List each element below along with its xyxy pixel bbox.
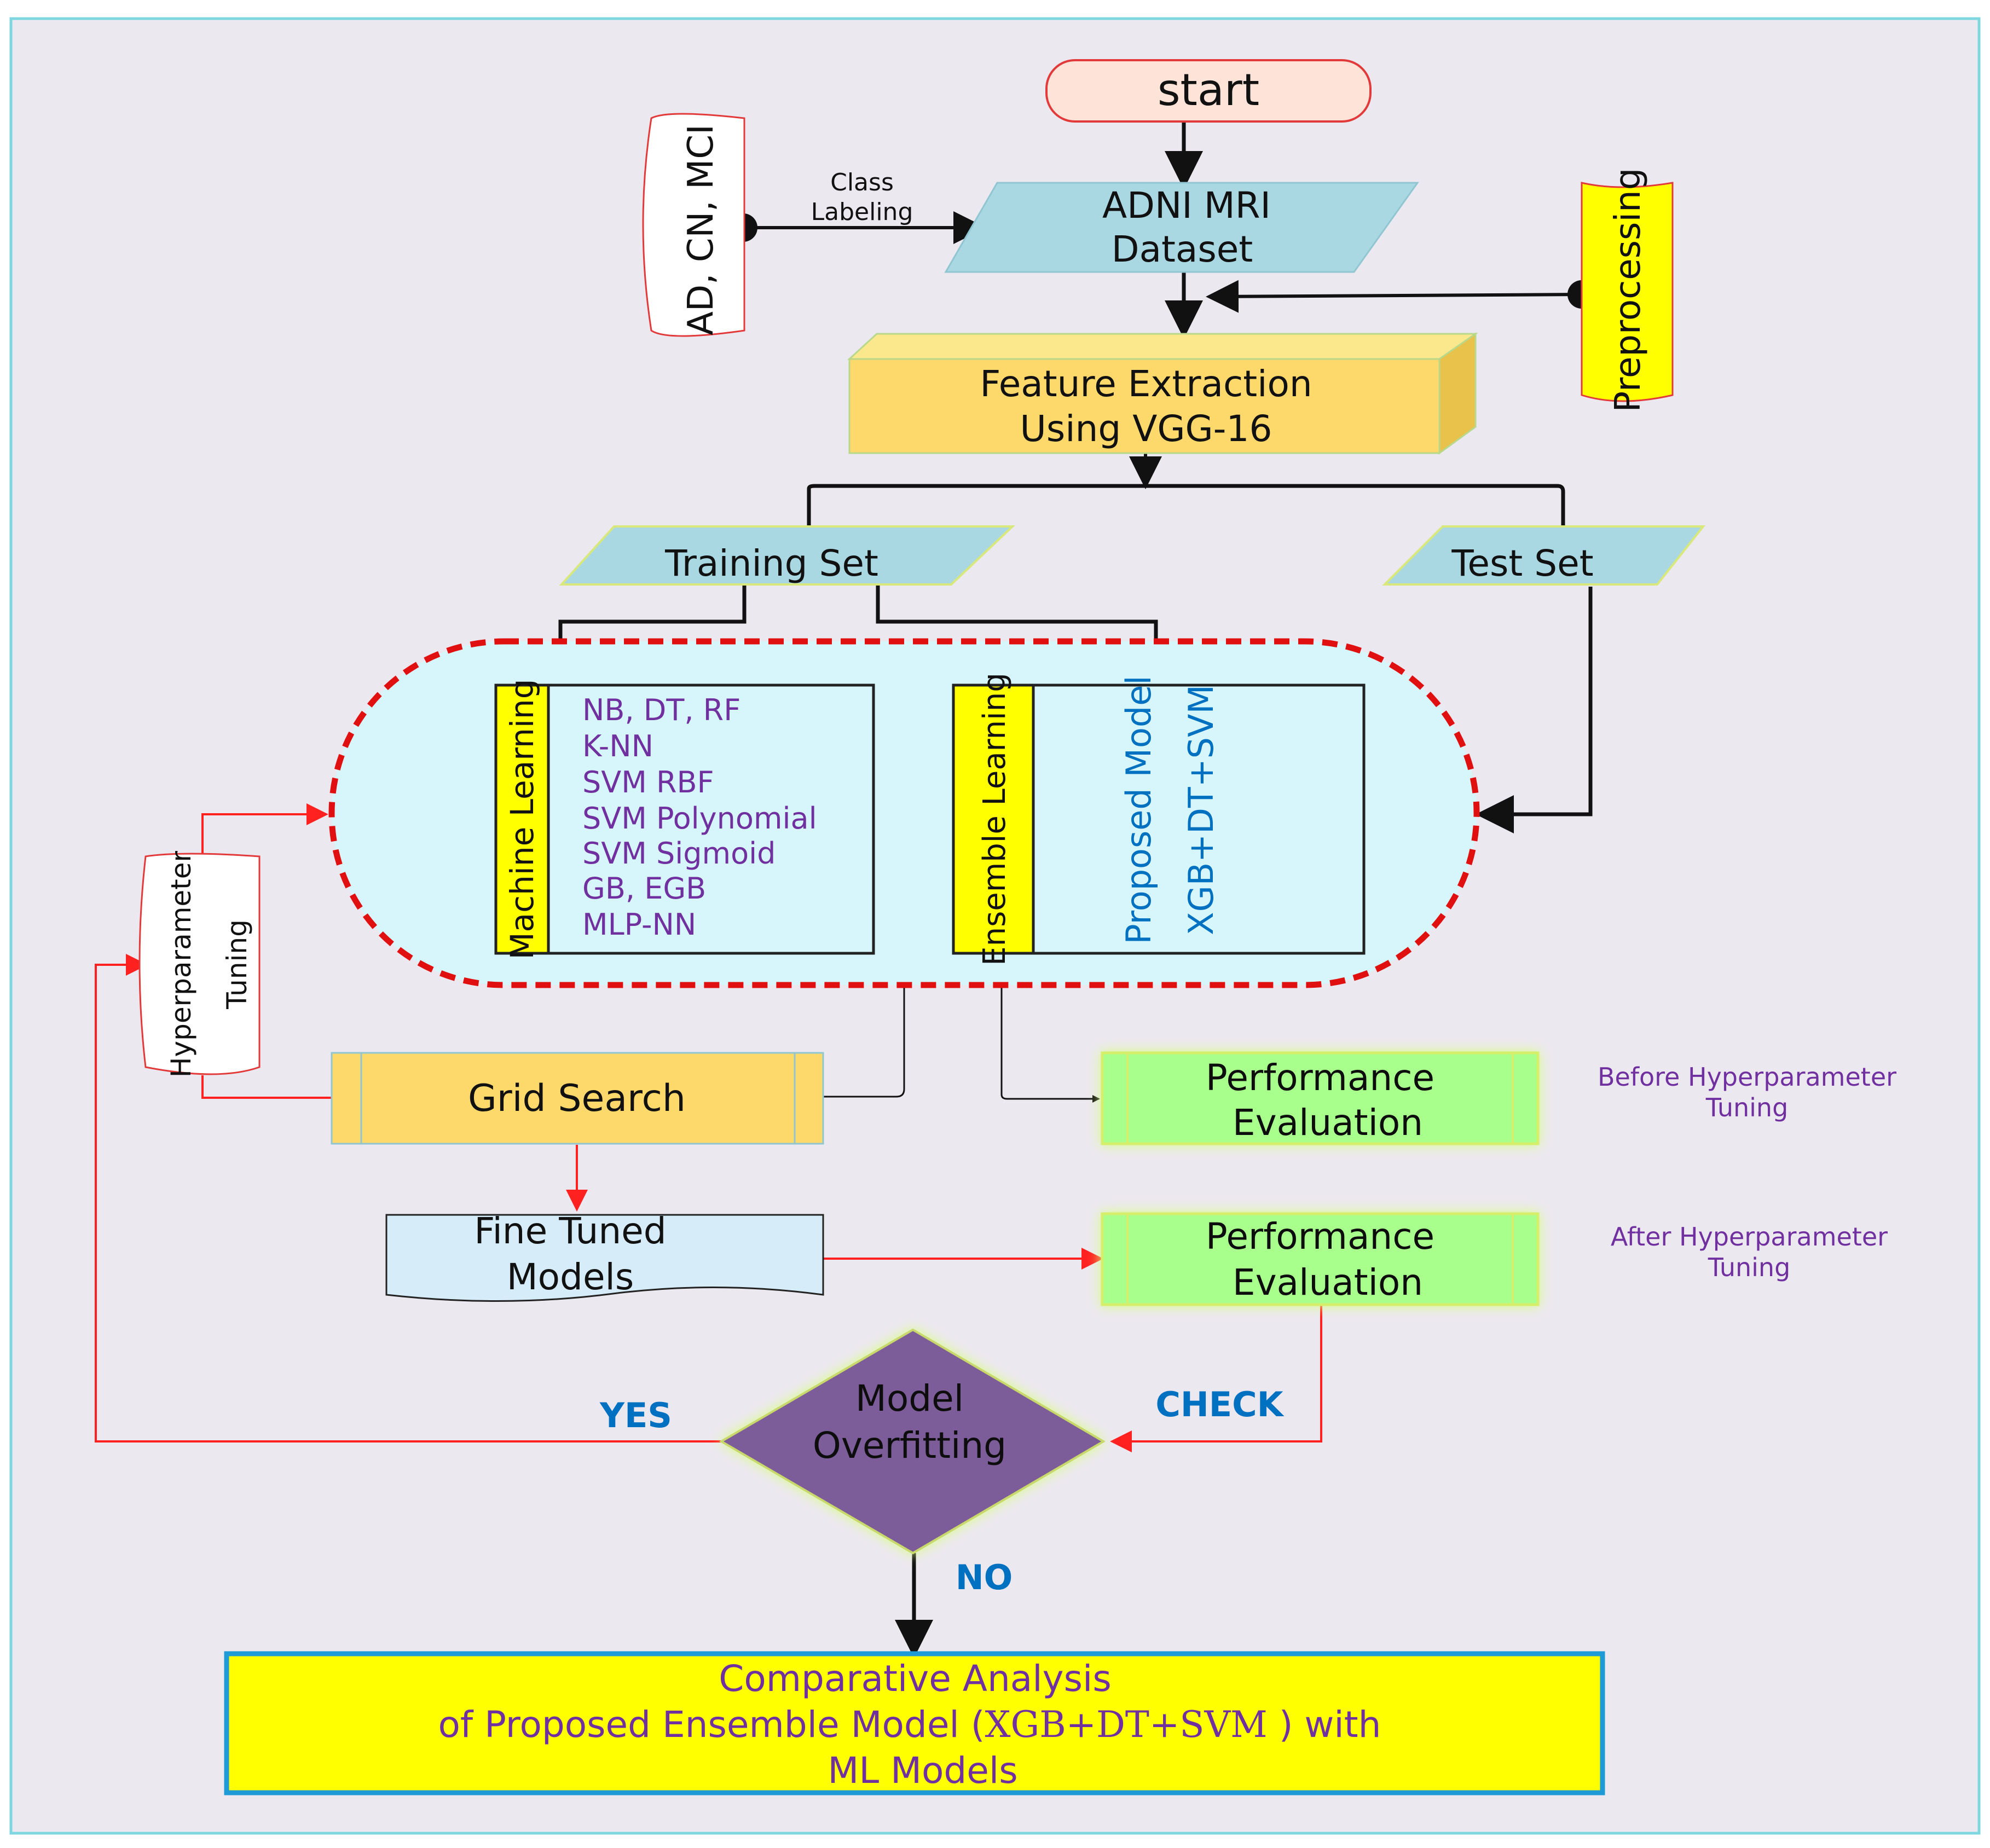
dataset-line1: ADNI MRI <box>1102 184 1271 227</box>
performance-before-node: Performance Evaluation <box>1101 1051 1540 1145</box>
training-set-label: Training Set <box>664 542 878 584</box>
ensemble-learning-block: Ensemble Learning Proposed Model XGB+DT+… <box>952 673 1366 966</box>
before-tuning-note-line2: Tuning <box>1705 1093 1789 1122</box>
performance-after-line2: Evaluation <box>1233 1261 1423 1304</box>
arrow-preprocessing <box>1206 280 1582 313</box>
machine-learning-label: Machine Learning <box>504 679 541 959</box>
dataset-line2: Dataset <box>1112 228 1253 270</box>
arrow-yes-loop <box>95 954 721 1443</box>
after-tuning-note-line1: After Hyperparameter <box>1611 1222 1888 1252</box>
conclusion-line2: of Proposed Ensemble Model (XGB+DT+SVM )… <box>438 1704 1381 1746</box>
class-labeling-line2: Labeling <box>811 198 913 226</box>
ml-model-5: SVM Sigmoid <box>582 836 776 871</box>
check-label: CHECK <box>1155 1384 1284 1424</box>
training-set-node: Training Set <box>559 525 1016 586</box>
feature-extraction-node: Feature Extraction Using VGG-16 <box>847 332 1478 455</box>
overfitting-decision-node: Model Overfitting <box>719 1328 1106 1555</box>
feature-line2: Using VGG-16 <box>1020 408 1272 450</box>
decision-line1: Model <box>855 1377 964 1420</box>
ml-model-4: SVM Polynomial <box>582 801 817 836</box>
proposed-model-line1: Proposed Model <box>1119 675 1159 944</box>
machine-learning-block: Machine Learning NB, DT, RF K-NN SVM RBF… <box>494 679 875 960</box>
performance-after-line1: Performance <box>1206 1215 1434 1258</box>
ensemble-learning-label: Ensemble Learning <box>977 673 1013 966</box>
ml-models-list: NB, DT, RF K-NN SVM RBF SVM Polynomial S… <box>582 693 817 942</box>
conclusion-line2-part1: of Proposed Ensemble Model ( <box>438 1704 985 1746</box>
preprocessing-node: Preprocessing <box>1581 168 1674 413</box>
no-label: NO <box>956 1557 1013 1597</box>
conclusion-line3: ML Models <box>828 1749 1017 1792</box>
fine-tuned-models-node: Fine Tuned Models <box>385 1210 824 1302</box>
preprocessing-text: Preprocessing <box>1608 168 1648 413</box>
grid-search-node: Grid Search <box>331 1052 824 1145</box>
connector-grid-to-tuning <box>201 1075 332 1099</box>
arrow-tuning-to-models <box>201 803 328 856</box>
hyperparameter-tuning-node: Hyperparameter Tuning <box>138 850 261 1077</box>
ml-model-7: MLP-NN <box>582 907 696 942</box>
arrow-models-to-performance-before <box>1000 985 1100 1103</box>
decision-line2: Overfitting <box>813 1424 1006 1467</box>
ml-model-2: K-NN <box>582 729 653 763</box>
fine-tuned-line1: Fine Tuned <box>474 1210 666 1252</box>
performance-after-node: Performance Evaluation <box>1101 1212 1540 1306</box>
ml-model-6: GB, EGB <box>582 871 706 906</box>
split-connector <box>807 484 1565 525</box>
test-set-label: Test Set <box>1451 542 1593 584</box>
grid-search-label: Grid Search <box>468 1077 686 1120</box>
conclusion-line2-part3: ) with <box>1268 1704 1381 1746</box>
conclusion-line2-model: XGB+DT+SVM <box>985 1704 1268 1746</box>
proposed-model-line2: XGB+DT+SVM <box>1181 685 1221 935</box>
tuning-line1: Hyperparameter <box>165 850 197 1077</box>
performance-before-line2: Evaluation <box>1233 1102 1423 1144</box>
performance-before-line1: Performance <box>1206 1057 1434 1099</box>
yes-label: YES <box>599 1395 672 1435</box>
start-node: start <box>1045 59 1372 123</box>
after-tuning-note-line2: Tuning <box>1708 1253 1791 1282</box>
connector-models-to-grid <box>823 985 905 1098</box>
tuning-line2: Tuning <box>221 919 253 1010</box>
feature-line1: Feature Extraction <box>980 363 1312 405</box>
dataset-node: ADNI MRI Dataset <box>944 182 1419 273</box>
start-label: start <box>1158 65 1259 115</box>
ml-model-1: NB, DT, RF <box>582 693 741 727</box>
ml-model-3: SVM RBF <box>582 765 714 800</box>
comparative-analysis-node: Comparative Analysis of Proposed Ensembl… <box>224 1651 1605 1795</box>
conclusion-line1: Comparative Analysis <box>719 1658 1111 1700</box>
class-labels-text: AD, CN, MCI <box>681 124 721 335</box>
arrow-check-to-decision <box>1110 1305 1322 1452</box>
class-labeling-line1: Class <box>830 169 894 196</box>
fine-tuned-line2: Models <box>507 1256 634 1298</box>
test-set-node: Test Set <box>1382 525 1706 586</box>
class-labels-node: AD, CN, MCI <box>642 113 745 337</box>
before-tuning-note-line1: Before Hyperparameter <box>1598 1062 1896 1092</box>
arrow-test-to-models <box>1476 587 1593 833</box>
